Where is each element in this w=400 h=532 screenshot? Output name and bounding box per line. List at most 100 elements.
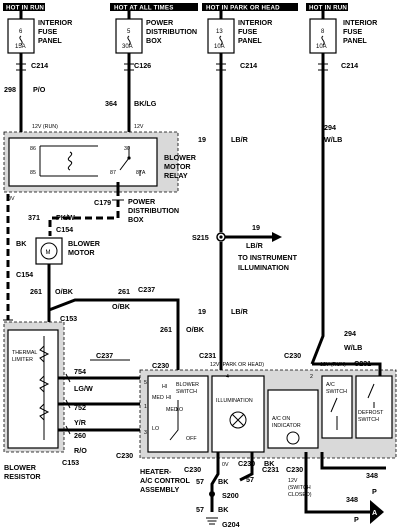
motor-connector-top: C154	[56, 225, 73, 234]
fuse-icon	[321, 35, 325, 46]
blower-resistor-box	[7, 329, 59, 449]
motor-icon-letter: M	[46, 250, 51, 256]
feed-2-connector-mark	[124, 63, 134, 71]
resistor-wire-1-color: LG/W	[74, 384, 93, 393]
feed-3-panel-label-1: INTERIOR	[238, 18, 273, 27]
feed-1: HOT IN RUN 6 15A INTERIOR FUSE PANEL C21…	[3, 3, 73, 94]
feed-3-connector-mark	[216, 63, 226, 71]
control-bottom-closed: CLOSED)	[288, 492, 312, 498]
feed-4-panel-label-2: FUSE	[343, 27, 362, 36]
relay-pin-87: 87	[110, 170, 116, 176]
speed-med-lo-1: MED	[166, 407, 178, 413]
feed-3: HOT IN PARK OR HEAD 13 10A INTERIOR FUSE…	[202, 3, 298, 70]
speed-med-lo-2: LO	[176, 407, 183, 413]
feed-3-panel-label-2: FUSE	[238, 27, 257, 36]
ground-wire	[210, 452, 220, 512]
splice-down-circuit: 19	[198, 307, 206, 316]
feed-4-circuit: 294	[324, 123, 336, 132]
feed-2-panel-label-3: BOX	[146, 36, 162, 45]
resistor-coil-icon	[39, 345, 50, 421]
motor-connector-bottom: C154	[16, 270, 33, 279]
cross-wire-circuit: 294	[344, 329, 356, 338]
output-1-ref: P	[372, 487, 377, 496]
relay-title-1: BLOWER	[164, 153, 197, 162]
feed-4-connector-mark	[318, 63, 328, 71]
motor-title-2: MOTOR	[68, 248, 95, 257]
relay-contact-pivot	[127, 156, 131, 160]
blower-switch-label-1: BLOWER	[176, 382, 199, 388]
relay-pin-85: 85	[30, 170, 36, 176]
resistor-wire-1-circuit: 754	[74, 367, 86, 376]
resistor-wire-2-color: Y/R	[74, 418, 87, 427]
feed-2-panel-label-1: POWER	[146, 18, 174, 27]
pdb-connector-id: C179	[94, 198, 111, 207]
feed-1-connector-mark	[16, 63, 26, 71]
motor-return-color-2: O/BK	[112, 302, 131, 311]
control-bottom-12v: 12V	[288, 478, 298, 484]
ground-wire-right	[239, 452, 254, 482]
output-1-circuit: 348	[366, 471, 378, 480]
feed-1-circuit: 298	[4, 85, 16, 94]
indicator-label-2: INDICATOR	[272, 423, 301, 429]
indicator-label-1: A/C ON	[272, 416, 290, 422]
control-connector-top-2: C231	[199, 351, 216, 360]
feed-3-hot-tag	[202, 3, 298, 11]
control-pin-5: 5	[144, 380, 147, 386]
resistor-title-1: BLOWER	[4, 463, 37, 472]
feed-3-circuit: 19	[198, 135, 206, 144]
splice-to-2: ILLUMINATION	[238, 263, 289, 272]
control-pin-2: 2	[310, 374, 313, 380]
cross-wire-color: W/LB	[344, 343, 362, 352]
feed-4-color: W/LB	[324, 135, 342, 144]
output-wire-1	[320, 452, 386, 470]
control-pin-4: 4	[226, 374, 229, 380]
relay-supply2-label: 12V	[134, 124, 144, 130]
feed-2-panel-label-2: DISTRIBUTION	[146, 27, 197, 36]
feed-2-color: BK/LG	[134, 99, 157, 108]
feed-4-panel-label-3: PANEL	[343, 36, 367, 45]
relay-zero-volt: 0V	[8, 196, 15, 202]
feed-4-hot-tag	[306, 3, 348, 11]
motor-return-circuit-2: 261	[118, 287, 130, 296]
feed-4-fuse-number: 8	[321, 29, 325, 35]
speed-med-hi-2: HI	[166, 395, 171, 401]
feed-3-color: LB/R	[231, 135, 249, 144]
feed-3-hot-label: HOT IN PARK OR HEAD	[206, 4, 280, 11]
resistor-title-2: RESISTOR	[4, 472, 41, 481]
resistor-limiter-1: THERMAL	[12, 350, 37, 356]
defrost-switch-label-2: SWITCH	[358, 417, 379, 423]
feed-2-hot-label: HOT AT ALL TIMES	[114, 4, 174, 11]
splice-to-1: TO INSTRUMENT	[238, 253, 298, 262]
control-title-3: ASSEMBLY	[140, 485, 179, 494]
feed-3-panel-label-3: PANEL	[238, 36, 262, 45]
motor-return-circuit: 261	[30, 287, 42, 296]
relay-to-motor-wire	[48, 200, 120, 236]
feed-4-hot-label: HOT IN RUN	[309, 4, 347, 11]
resistor-connector: C153	[60, 314, 77, 323]
resistor-wire-breaks	[65, 373, 71, 435]
motor-return-run	[48, 298, 180, 372]
pdb-label-1: POWER	[128, 197, 156, 206]
fuse-icon	[19, 35, 23, 46]
feed-1-hot-label: HOT IN RUN	[6, 4, 44, 11]
lamp-filament-icon	[231, 413, 245, 427]
resistor-wire-3-color: R/O	[74, 446, 87, 455]
feed-2-connector: C126	[134, 61, 151, 70]
splice-down-color: LB/R	[231, 307, 249, 316]
control-bottom-0v: 0V	[222, 462, 229, 468]
splice-dot	[219, 235, 223, 239]
relay-ground-color: BK	[16, 239, 27, 248]
feed-1-panel-label-2: FUSE	[38, 27, 57, 36]
feed-1-fuse-number: 6	[19, 29, 23, 35]
motor-return-connector: C237	[138, 285, 155, 294]
relay-pin-86: 86	[30, 146, 36, 152]
feed-1-panel-label-3: PANEL	[38, 36, 62, 45]
ac-switch-label-2: SWITCH	[326, 389, 347, 395]
indicator-lamp-icon	[286, 431, 300, 445]
feed-1-color: P/O	[33, 85, 46, 94]
illumination-label: ILLUMINATION	[216, 398, 253, 404]
ground-circuit-2: 57	[196, 505, 204, 514]
feed-2-fuse-amp: 30A	[122, 44, 133, 50]
splice-id: S215	[192, 233, 209, 242]
output-arrow-icon	[370, 500, 384, 524]
